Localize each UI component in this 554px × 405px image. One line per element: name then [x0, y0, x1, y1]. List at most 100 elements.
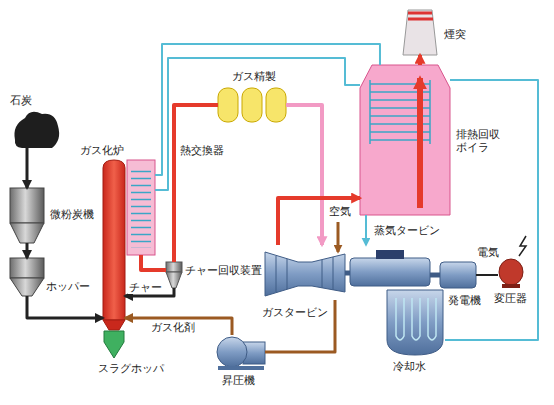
flow-label: チャー	[128, 281, 163, 294]
component-label: 排熱回収ボイラ	[456, 128, 502, 154]
component-label: 冷却水	[393, 360, 426, 373]
gas-turbine-casing	[265, 252, 345, 296]
component-label: ホッパー	[46, 280, 90, 293]
gas-cleanup: ガス精製	[218, 88, 286, 122]
component-label: ガスタービン	[262, 306, 328, 319]
component-label: 石炭	[10, 94, 32, 107]
flow-pipe	[26, 148, 29, 188]
component-label: ガス化炉	[80, 144, 124, 157]
booster-compressor	[217, 337, 265, 370]
coal-pile	[14, 112, 59, 148]
transformer-base	[502, 284, 520, 288]
condenser-body	[387, 290, 443, 355]
hrsg	[360, 65, 450, 215]
pulverizer	[10, 188, 44, 243]
component-label: 変圧器	[494, 292, 527, 305]
flow-pipe	[174, 105, 218, 262]
component-label: ガス精製	[232, 70, 276, 83]
gasifier-body	[103, 160, 125, 320]
coal-pile: 石炭	[15, 112, 60, 148]
slag-hopper	[104, 331, 124, 358]
generator: 発電機	[440, 262, 476, 288]
flow-pipe	[278, 198, 360, 245]
component-label: 微粉炭機	[50, 208, 94, 221]
component-label: 煙突	[444, 28, 466, 41]
heat-exchanger: 熱交換器	[127, 160, 155, 255]
gasifier	[103, 160, 125, 330]
steam-turbine-casing	[350, 258, 430, 286]
generator	[440, 262, 476, 288]
steam-turbine	[350, 250, 440, 286]
pulverizer: 微粉炭機	[8, 188, 46, 243]
char-collector-cone	[166, 272, 182, 288]
gas-turbine: ガスタービン	[265, 245, 345, 300]
hrsg-body	[360, 65, 450, 215]
pulverizer-cone	[10, 223, 44, 243]
flow-pipe	[365, 215, 367, 245]
chimney: 煙突	[400, 10, 440, 55]
flow-pipe	[286, 105, 322, 245]
air-intake-arrow	[337, 222, 340, 252]
flow-label: ガス化剤	[150, 321, 196, 334]
transformer: 変圧器	[498, 258, 524, 288]
booster-compressor: 昇圧機	[215, 335, 265, 370]
booster-casing	[217, 337, 247, 367]
chimney-body	[403, 10, 437, 55]
transformer-body	[499, 259, 523, 285]
gas-cleanup-vessel	[218, 88, 238, 122]
shaft	[430, 273, 440, 278]
flow-pipe	[27, 296, 103, 318]
hopper: ホッパー	[8, 258, 46, 296]
flow-pipe	[476, 274, 498, 276]
component-label: スラグホッパ	[98, 362, 164, 375]
component-label: チャー回収装置	[185, 264, 262, 277]
transformer	[499, 236, 526, 288]
flow-label: 電気	[476, 246, 500, 259]
chimney	[403, 10, 437, 55]
chimney-band	[408, 13, 433, 19]
steam-turbine: 蒸気タービン	[350, 245, 430, 290]
booster-base	[218, 366, 264, 370]
condenser	[387, 290, 443, 355]
gas-turbine-stages	[276, 256, 333, 292]
flow-pipe	[26, 243, 29, 258]
slag-hopper-body	[104, 331, 124, 358]
hopper-cone	[10, 278, 44, 296]
gasifier: ガス化炉	[103, 160, 125, 325]
flow-pipe	[155, 58, 360, 190]
flow-pipe	[155, 44, 380, 175]
component-label: 蒸気タービン	[374, 224, 440, 237]
gas-cleanup	[218, 88, 286, 122]
gas-cleanup-vessel	[266, 88, 286, 122]
flow-pipe	[418, 55, 422, 65]
pulverizer-body	[10, 188, 44, 223]
generator-body	[440, 262, 476, 288]
condenser: 冷却水	[385, 290, 445, 355]
flow-pipe	[445, 80, 538, 340]
slag-hopper: スラグホッパ	[102, 330, 126, 358]
flow-pipe	[125, 318, 232, 335]
heat-exchanger-coil	[131, 166, 151, 248]
condenser-coil	[396, 298, 436, 340]
heat-exchanger	[127, 160, 155, 255]
coal-pile	[14, 112, 59, 148]
component-label: 熱交換器	[180, 144, 224, 157]
component-label: 昇圧機	[222, 374, 255, 387]
flow-label: 空気	[329, 205, 351, 218]
component-label: 発電機	[448, 294, 481, 307]
gas-cleanup-vessel	[242, 88, 262, 122]
hopper	[10, 258, 44, 296]
char-collector-body	[166, 262, 182, 272]
lightning-symbol	[519, 236, 526, 256]
hopper-body	[10, 258, 44, 278]
gas-turbine	[265, 252, 350, 296]
shaft	[345, 271, 350, 276]
char-collector: チャー回収装置	[166, 262, 182, 288]
heat-exchanger-body	[127, 160, 155, 255]
flow-pipe	[141, 255, 166, 270]
exhaust-flow-arrow	[417, 78, 423, 208]
gasifier-bottom	[103, 320, 125, 330]
char-collector	[166, 262, 182, 288]
